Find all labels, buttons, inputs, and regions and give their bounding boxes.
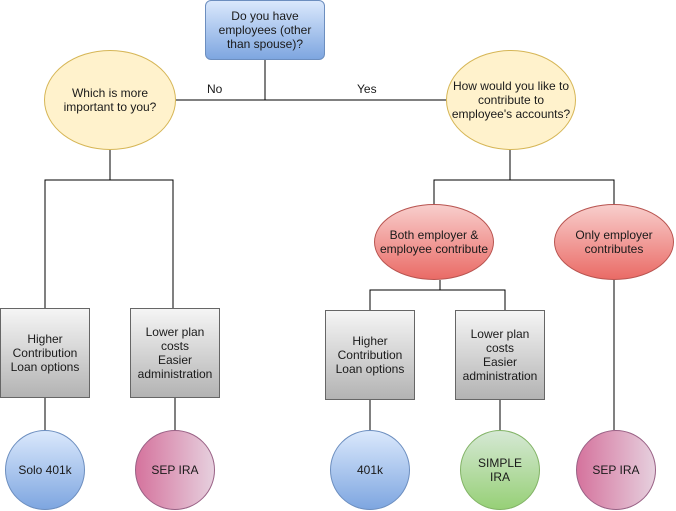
node-result-sepira-left-text: SEP IRA xyxy=(151,463,199,477)
node-question-importance: Which is more important to you? xyxy=(44,50,176,150)
node-option-both-text: Both employer & employee contribute xyxy=(379,228,489,256)
node-right-higher-contribution: Higher Contribution Loan options xyxy=(325,310,415,400)
node-question-importance-text: Which is more important to you? xyxy=(63,86,157,114)
edge-importance-branch xyxy=(44,150,174,308)
node-result-401k-text: 401k xyxy=(356,463,384,477)
node-question-employees-text: Do you have employees (other than spouse… xyxy=(218,9,312,51)
node-question-contribute: How would you like to contribute to empl… xyxy=(446,50,576,150)
node-left-lower-costs-text: Lower plan costs Easier administration xyxy=(137,325,213,381)
node-option-both: Both employer & employee contribute xyxy=(374,204,494,280)
node-result-sepira-left: SEP IRA xyxy=(135,430,215,510)
node-result-sepira-right-text: SEP IRA xyxy=(592,463,640,477)
edge-label-yes: Yes xyxy=(355,82,379,96)
edge-label-no: No xyxy=(205,82,225,96)
node-option-employer-text: Only employer contributes xyxy=(575,228,653,256)
edge-contribute-branch xyxy=(433,150,615,204)
node-result-401k: 401k xyxy=(330,430,410,510)
edge-both-branch xyxy=(369,280,506,310)
node-result-solo401k-text: Solo 401k xyxy=(18,463,72,477)
node-right-lower-costs-text: Lower plan costs Easier administration xyxy=(462,327,538,383)
node-option-employer: Only employer contributes xyxy=(554,204,674,280)
node-result-simpleira-text: SIMPLE IRA xyxy=(477,456,522,484)
node-right-lower-costs: Lower plan costs Easier administration xyxy=(455,310,545,400)
node-left-lower-costs: Lower plan costs Easier administration xyxy=(130,308,220,398)
node-result-sepira-right: SEP IRA xyxy=(576,430,656,510)
node-left-higher-contribution: Higher Contribution Loan options xyxy=(0,308,90,398)
node-question-contribute-text: How would you like to contribute to empl… xyxy=(451,79,571,121)
node-question-employees: Do you have employees (other than spouse… xyxy=(205,0,325,60)
node-right-higher-contribution-text: Higher Contribution Loan options xyxy=(335,334,405,376)
node-result-simpleira: SIMPLE IRA xyxy=(460,430,540,510)
node-left-higher-contribution-text: Higher Contribution Loan options xyxy=(10,332,80,374)
node-result-solo401k: Solo 401k xyxy=(5,430,85,510)
